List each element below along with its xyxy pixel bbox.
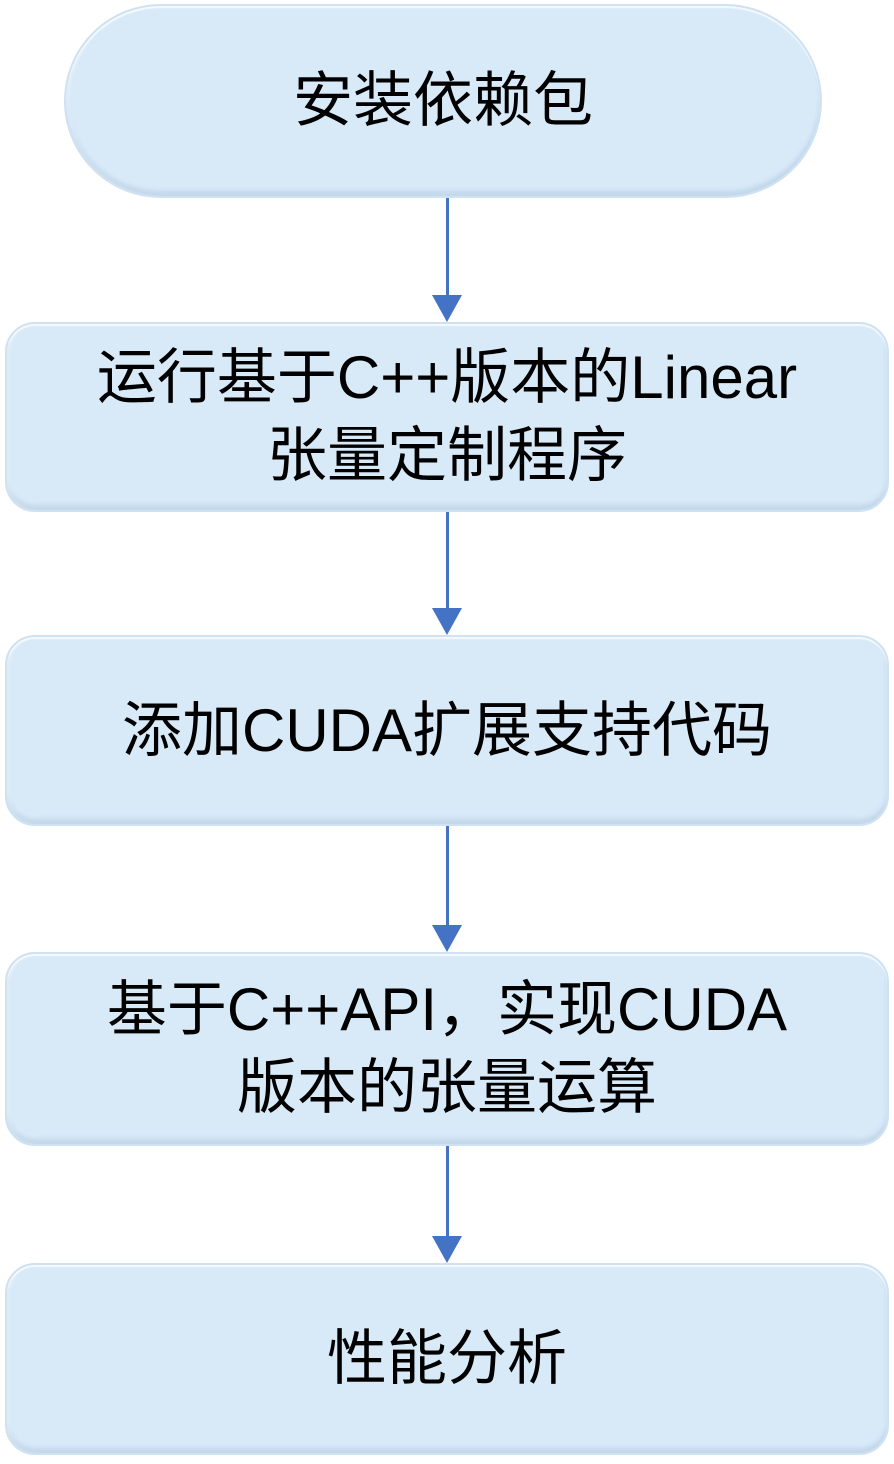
connector-arrow-2 [432, 512, 462, 635]
connector-arrow-1 [432, 198, 462, 322]
connector-arrow-4 [432, 1146, 462, 1263]
node-label: 运行基于C++版本的Linear [96, 344, 798, 411]
arrow-shaft [445, 826, 449, 926]
node-label: 基于C++API，实现CUDA [106, 976, 788, 1043]
arrow-down-icon [432, 1236, 462, 1263]
flow-node-implement-cuda-tensor-ops: 基于C++API，实现CUDA 版本的张量运算 [5, 952, 889, 1146]
connector-arrow-3 [432, 826, 462, 952]
flow-node-install-dependencies: 安装依赖包 [64, 4, 822, 198]
node-label: 版本的张量运算 [237, 1054, 657, 1121]
arrow-down-icon [432, 295, 462, 322]
arrow-shaft [445, 512, 449, 609]
node-label: 安装依赖包 [293, 67, 593, 134]
arrow-down-icon [432, 608, 462, 635]
flow-node-run-cpp-linear-program: 运行基于C++版本的Linear 张量定制程序 [5, 322, 889, 512]
arrow-down-icon [432, 925, 462, 952]
node-label: 张量定制程序 [267, 422, 627, 489]
flow-node-performance-analysis: 性能分析 [5, 1263, 889, 1455]
flow-node-add-cuda-extension-code: 添加CUDA扩展支持代码 [5, 635, 889, 826]
arrow-shaft [445, 198, 449, 296]
node-label: 性能分析 [327, 1325, 567, 1392]
arrow-shaft [445, 1146, 449, 1237]
node-label: 添加CUDA扩展支持代码 [121, 696, 772, 764]
